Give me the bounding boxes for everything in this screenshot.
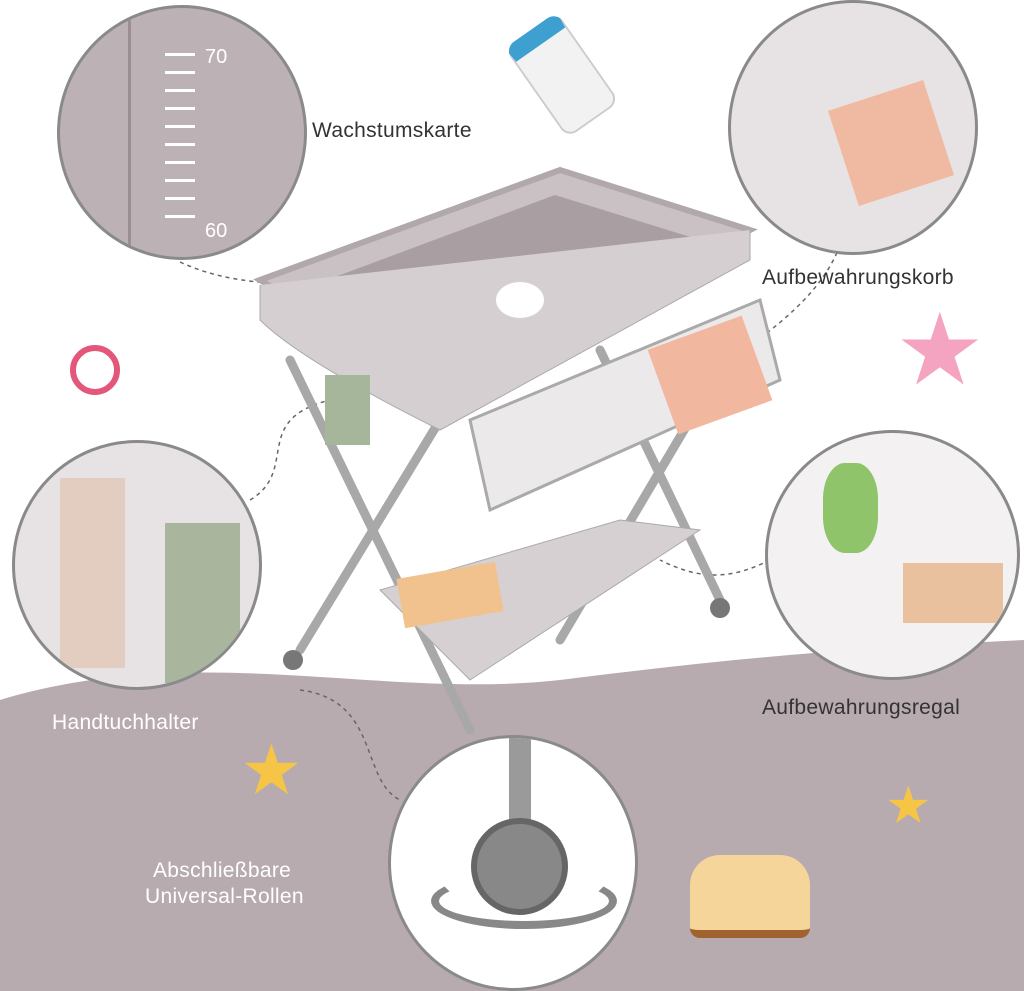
towel-green xyxy=(165,523,240,683)
growth-chart-label: Wachstumskarte xyxy=(312,119,472,142)
rocking-horse-icon xyxy=(690,855,810,938)
shelf-label: Aufbewahrungsregal xyxy=(762,696,961,719)
growth-chart-ruler xyxy=(128,8,131,257)
small-yellow-star-icon: ★ xyxy=(885,777,932,835)
pacifier-icon xyxy=(70,345,120,395)
wheels-label-line1: Abschließbare xyxy=(153,859,292,882)
wheel-post xyxy=(509,738,531,838)
growth-chart-detail-circle: 70 60 xyxy=(57,5,307,260)
basket-fabric xyxy=(827,79,955,207)
wheels-label-line2: Universal-Rollen xyxy=(145,885,304,908)
towel-rail-label: Handtuchhalter xyxy=(52,711,199,734)
yellow-star-icon: ★ xyxy=(240,731,303,809)
growth-chart-tick-60: 60 xyxy=(205,220,228,242)
shelf-detail-circle xyxy=(765,430,1020,680)
shelf-towels xyxy=(903,563,1003,623)
basket-detail-circle xyxy=(728,0,978,255)
wheel-detail-circle xyxy=(388,735,638,991)
towel-rail-detail-circle xyxy=(12,440,262,690)
ruler-marks xyxy=(165,53,195,233)
basket-label: Aufbewahrungskorb xyxy=(762,266,954,289)
growth-chart-tick-70: 70 xyxy=(205,46,228,68)
shelf-toy xyxy=(823,463,878,553)
towel-beige xyxy=(60,478,125,668)
rotate-arrow-icon xyxy=(431,873,617,929)
pink-star-icon: ★ xyxy=(895,294,985,406)
